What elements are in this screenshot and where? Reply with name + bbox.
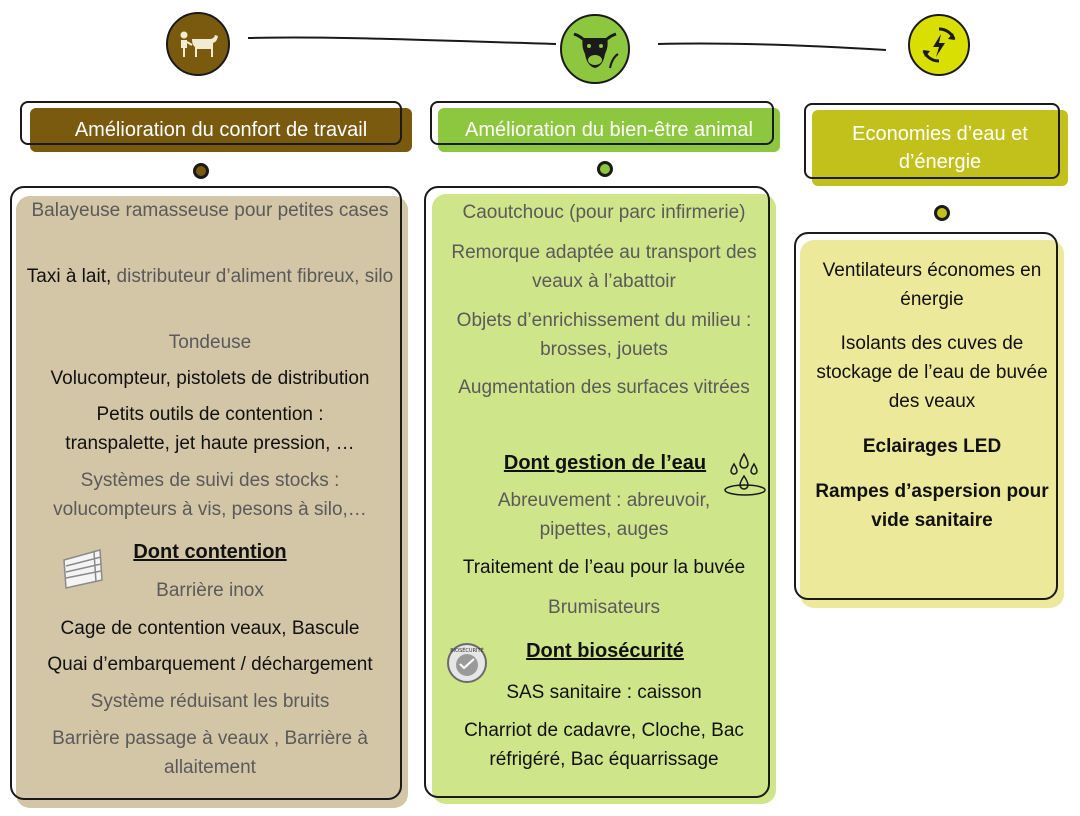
list-item-strong: Taxi à lait, [26,266,112,287]
section-title-contention: Dont contention [133,541,287,563]
list-item: Abreuvement : abreuvoir, pipettes, auges [497,490,711,540]
list-item: Petits outils de contention : transpalet… [65,404,355,454]
column-1-panel [16,196,408,808]
section-title-biosecurite: Dont biosécurité [526,640,684,662]
connector-lines [247,36,887,51]
badge-text: BIOSÉCURITÉ [450,646,484,654]
list-item: Volucompteur, pistolets de distribution [50,368,370,389]
column-2-header-label: Amélioration du bien-être animal [465,119,753,141]
list-item: Barrière passage à veaux , Barrière à al… [52,728,368,778]
column-1-dot [193,163,209,179]
list-item: Caoutchouc (pour parc infirmerie) [462,202,746,223]
list-item-rest: distributeur d’aliment fibreux, silo [111,266,394,287]
list-item: Rampes d’aspersion pour vide sanitaire [815,481,1049,531]
biosecurite-badge-icon: BIOSÉCURITÉ [446,642,488,689]
list-item: Charriot de cadavre, Cloche, Bac réfrigé… [464,720,744,770]
list-item: Isolants des cuves de stockage de l’eau … [816,333,1048,412]
column-1-header-label: Amélioration du confort de travail [74,119,368,141]
cow-head-icon [560,14,630,84]
column-2-panel [432,194,776,804]
column-2-panel-frame [424,186,770,798]
list-item: Système réduisant les bruits [90,691,330,712]
list-item: Taxi à lait, distributeur d’aliment fibr… [18,262,402,291]
column-1-header-frame [20,101,402,145]
column-3-dot [934,205,950,221]
list-item: Augmentation des surfaces vitrées [458,377,750,398]
list-item: Ventilateurs économes en énergie [822,260,1042,310]
list-item: Brumisateurs [548,597,660,618]
list-item: Cage de contention veaux, Bascule [60,618,360,639]
list-item: Traitement de l’eau pour la buvée [462,557,746,578]
list-item: Tondeuse [168,332,252,353]
water-drops-icon [722,450,768,503]
list-item: Quai d’embarquement / déchargement [47,654,373,675]
gate-icon [60,546,108,597]
column-3-header: Economies d’eau et d’énergie [812,110,1068,186]
column-1-panel-frame [10,186,402,800]
column-2-header-frame [430,101,774,145]
column-3-header-frame [804,103,1060,179]
column-2-dot [597,161,613,177]
energy-cycle-icon [908,14,970,76]
column-3-panel [800,240,1064,608]
list-item: Barrière inox [156,580,264,601]
column-3-panel-frame [794,232,1058,600]
list-item: SAS sanitaire : caisson [506,682,702,703]
list-item: Systèmes de suivi des stocks : volucompt… [53,470,367,520]
list-item: Remorque adaptée au transport des veaux … [451,242,757,292]
list-item: Objets d’enrichissement du milieu : bros… [456,310,752,360]
list-item: Balayeuse ramasseuse pour petites cases [31,200,389,221]
section-title-water: Dont gestion de l’eau [503,452,707,474]
list-item: Eclairages LED [862,436,1002,457]
column-3-header-label: Economies d’eau et d’énergie [852,123,1028,173]
farmer-cow-icon [166,12,230,76]
